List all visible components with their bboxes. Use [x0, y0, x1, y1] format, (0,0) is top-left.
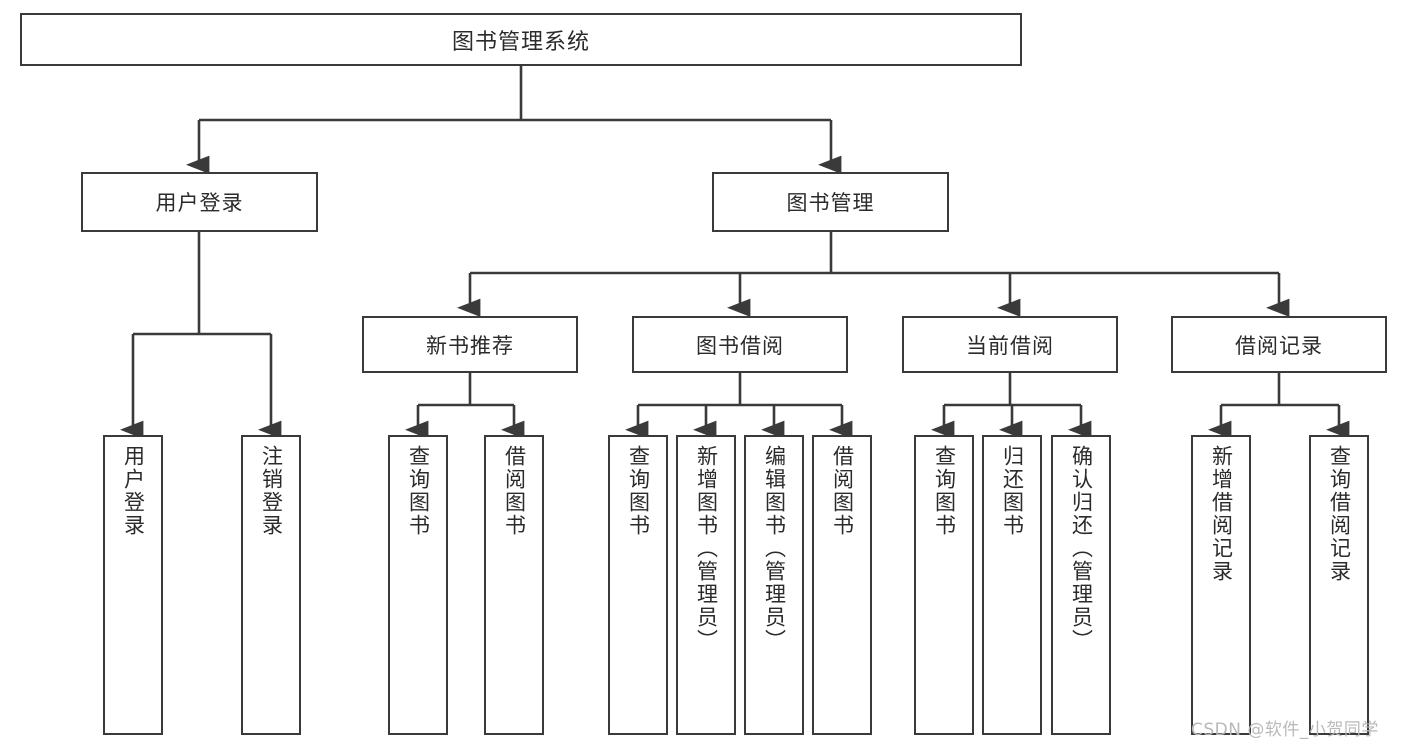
leaf-label: 新增图书（管理员）	[694, 445, 719, 652]
leaf-new-book-borrow[interactable]: 借阅图书	[484, 435, 544, 735]
node-current-borrow[interactable]: 当前借阅	[902, 316, 1118, 373]
leaf-current-borrow-confirm[interactable]: 确认归还（管理员）	[1051, 435, 1111, 735]
leaf-book-borrow-query[interactable]: 查询图书	[608, 435, 668, 735]
leaf-book-borrow-borrow[interactable]: 借阅图书	[812, 435, 872, 735]
leaf-label: 新增借阅记录	[1209, 445, 1234, 583]
leaf-label: 确认归还（管理员）	[1069, 445, 1094, 652]
node-root-system[interactable]: 图书管理系统	[20, 13, 1022, 66]
leaf-borrow-record-query[interactable]: 查询借阅记录	[1309, 435, 1369, 735]
watermark-credit: CSDN @软件_小贺同学	[1191, 720, 1379, 740]
leaf-label: 查询图书	[626, 445, 651, 537]
node-borrow-record[interactable]: 借阅记录	[1171, 316, 1387, 373]
node-book-borrow[interactable]: 图书借阅	[632, 316, 848, 373]
leaf-book-borrow-add[interactable]: 新增图书（管理员）	[676, 435, 736, 735]
leaf-borrow-record-add[interactable]: 新增借阅记录	[1191, 435, 1251, 735]
leaf-book-borrow-edit[interactable]: 编辑图书（管理员）	[744, 435, 804, 735]
node-user-login[interactable]: 用户登录	[81, 172, 318, 232]
leaf-current-borrow-query[interactable]: 查询图书	[914, 435, 974, 735]
leaf-label: 借阅图书	[502, 445, 527, 537]
leaf-user-login-logout[interactable]: 注销登录	[241, 435, 301, 735]
leaf-new-book-query[interactable]: 查询图书	[388, 435, 448, 735]
node-book-management[interactable]: 图书管理	[712, 172, 949, 232]
leaf-label: 查询借阅记录	[1327, 445, 1352, 583]
leaf-current-borrow-return[interactable]: 归还图书	[982, 435, 1042, 735]
node-new-book-recommend[interactable]: 新书推荐	[362, 316, 578, 373]
leaf-label: 查询图书	[406, 445, 431, 537]
leaf-label: 归还图书	[1000, 445, 1025, 537]
leaf-user-login-login[interactable]: 用户登录	[103, 435, 163, 735]
leaf-label: 借阅图书	[830, 445, 855, 537]
leaf-label: 注销登录	[259, 445, 284, 537]
leaf-label: 编辑图书（管理员）	[762, 445, 787, 652]
leaf-label: 查询图书	[932, 445, 957, 537]
leaf-label: 用户登录	[121, 445, 146, 537]
